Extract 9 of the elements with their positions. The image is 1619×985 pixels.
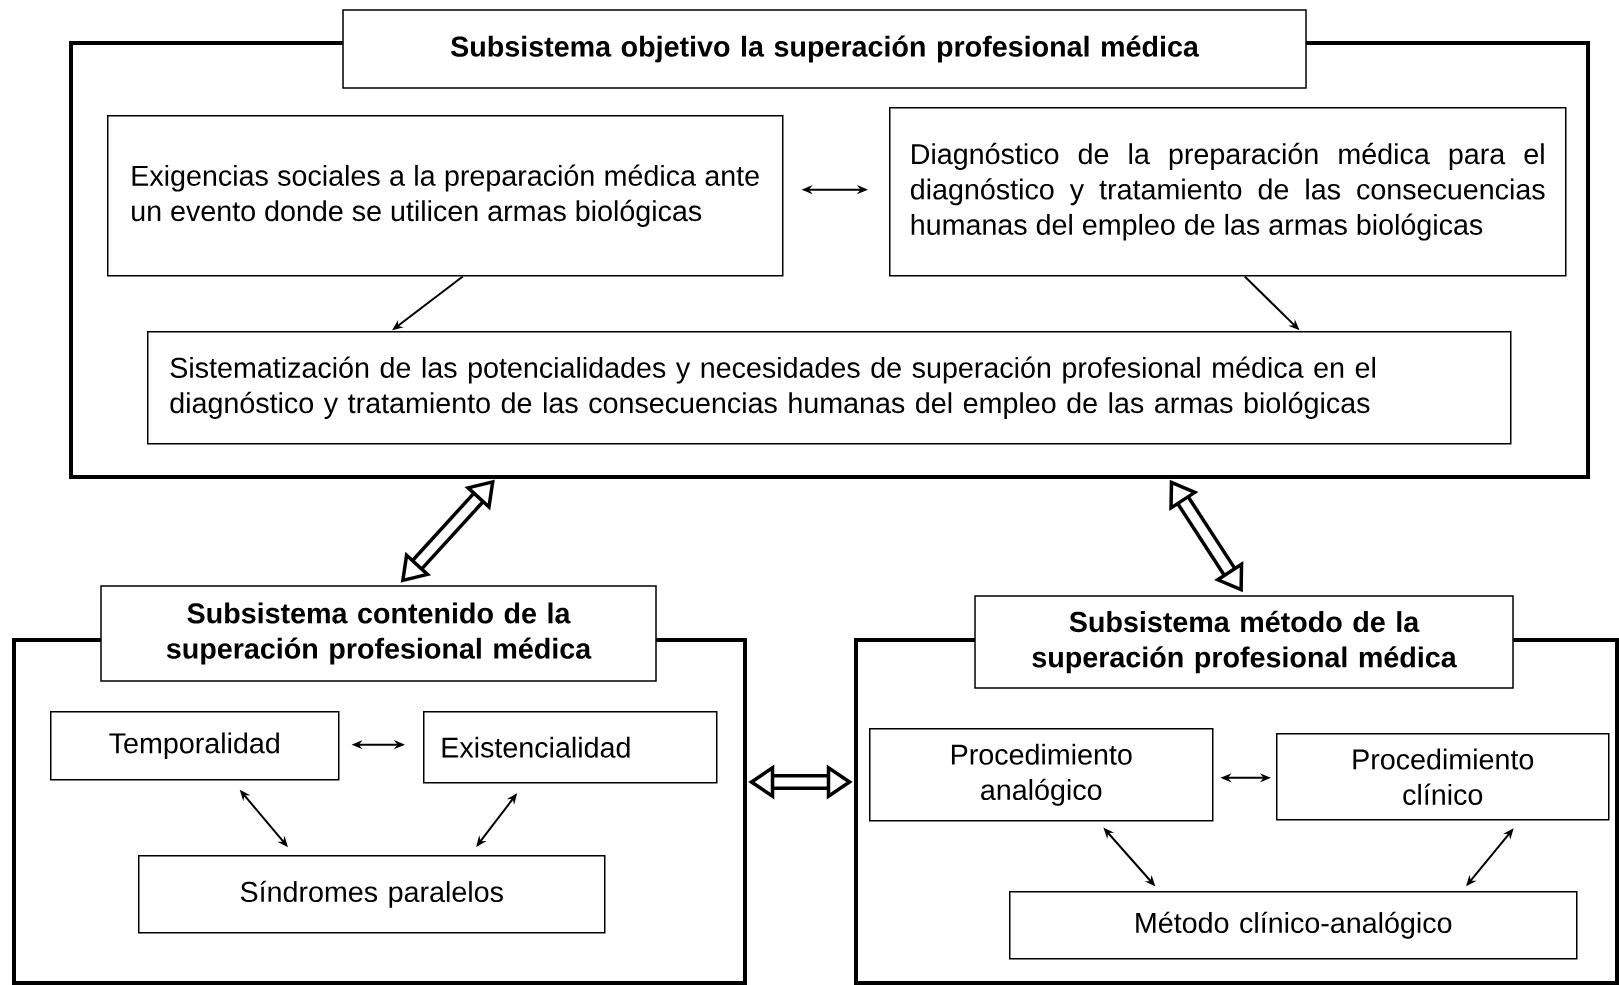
text-box: Diagnóstico de la preparación médica para el diagnóstico y tratamiento de las consecuencias humanas del empleo de las armas biológicas [889,107,1567,277]
text-box: Exigencias sociales a la preparación médica ante un evento donde se utilicen armas biológicas [107,115,784,277]
text-box: Método clínico-analógico [1009,891,1578,960]
text-box: Síndromes paralelos [138,855,606,934]
text-box: Procedimiento analógico [869,728,1214,822]
text-box: Existencialidad [423,711,718,784]
text-box: Procedimiento clínico [1276,733,1610,821]
text-box: Sistematización de las potencialidades y necesidades de superación profesional médica en el diagnóstico y tratamiento de las consecuencias humanas del empleo de las armas biológicas [147,331,1512,445]
text-box: Temporalidad [50,711,340,781]
